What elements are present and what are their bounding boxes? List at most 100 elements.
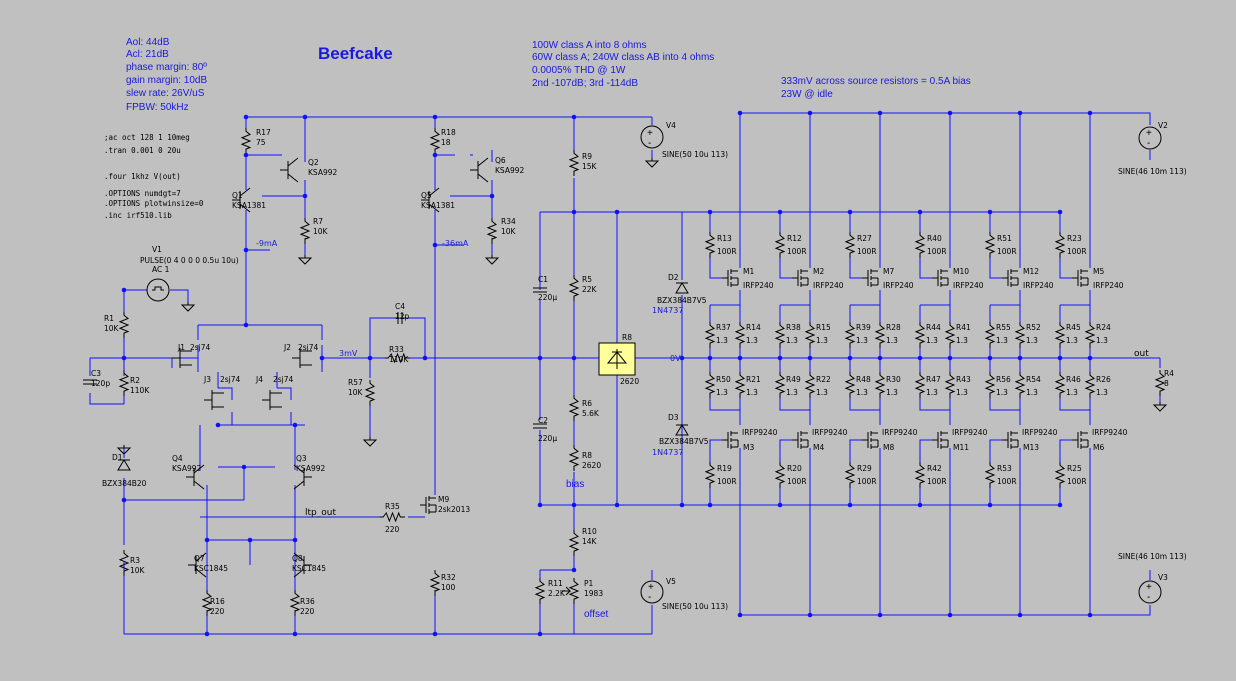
output-stage-5: R51100RM12IRFP240R551.3R521.3R561.3R541.… <box>984 110 1058 618</box>
source-res-2-value: 1.3 <box>886 336 898 345</box>
source-res-3-ref: R47 <box>926 375 941 384</box>
gate-res-bottom-value: 100R <box>997 477 1017 486</box>
wire-junction <box>489 193 495 199</box>
value-c4: 12p <box>395 312 410 321</box>
ref-r16: R16 <box>210 597 225 606</box>
value-r7: 10K <box>313 227 329 236</box>
wire-junction <box>571 355 577 361</box>
gate-res-top-value: 100R <box>927 247 947 256</box>
gate-res-top-ref: R40 <box>927 234 942 243</box>
directive-ac: ;ac oct 128 1 10meg <box>104 133 190 142</box>
output-stage-2: R12100RM2IRFP240R381.3R151.3R491.3R221.3… <box>774 110 848 618</box>
source-v3: + - V3 SINE(46 10m 113) <box>1118 552 1187 604</box>
wire-junction <box>121 355 127 361</box>
resistor-r5 <box>568 275 580 301</box>
wire-junction <box>121 497 127 503</box>
source-v1-name: V1 <box>152 245 162 254</box>
wire-junction <box>432 152 438 158</box>
ref-r10: R10 <box>582 527 597 536</box>
mosfet-bottom-ref: M6 <box>1093 443 1104 452</box>
gate-res-top-ref: R51 <box>997 234 1012 243</box>
source-res-3-value: 1.3 <box>996 388 1008 397</box>
mosfet-top-type: IRFP240 <box>813 281 844 290</box>
value-j1: 2sj74 <box>190 343 211 352</box>
svg-text:+: + <box>1146 582 1152 593</box>
ref-c2: C2 <box>538 416 548 425</box>
wire-junction <box>292 422 298 428</box>
wire-junction <box>679 502 685 508</box>
source-res-3-value: 1.3 <box>856 388 868 397</box>
resistor-r9 <box>568 150 580 176</box>
ref-q4: Q4 <box>172 454 183 463</box>
resistor-r17 <box>240 128 252 154</box>
ref-r7: R7 <box>313 217 323 226</box>
mosfet-bottom-type: IRFP9240 <box>812 428 848 437</box>
source-res-3-ref: R50 <box>716 375 731 384</box>
gate-res-bottom-ref: R20 <box>787 464 802 473</box>
ground-symbol <box>297 255 313 265</box>
wire-junction <box>292 537 298 543</box>
ref-r35: R35 <box>385 502 400 511</box>
value-q4: KSA992 <box>172 464 201 473</box>
wire-junction <box>537 502 543 508</box>
u1-value: 2620 <box>620 377 639 386</box>
source-res-1-ref: R45 <box>1066 323 1081 332</box>
value-p1: 1983 <box>584 589 603 598</box>
ref-r2: R2 <box>130 376 140 385</box>
source-v5-value: SINE(50 10u 113) <box>662 602 728 611</box>
value-r4: 8 <box>1164 379 1169 388</box>
value-c2: 220µ <box>538 434 557 443</box>
source-v3-value: SINE(46 10m 113) <box>1118 552 1187 561</box>
gate-res-top-value: 100R <box>787 247 807 256</box>
gate-res-bottom-value: 100R <box>787 477 807 486</box>
jfet-j2 <box>292 348 312 368</box>
wire-junction <box>302 193 308 199</box>
gate-res-bottom-value: 100R <box>927 477 947 486</box>
mosfet-bottom-ref: M3 <box>743 443 754 452</box>
source-res-2-ref: R24 <box>1096 323 1111 332</box>
wire-junction <box>204 537 210 543</box>
mosfet-top-ref: M5 <box>1093 267 1104 276</box>
value-r36: 220 <box>300 607 315 616</box>
mosfet-bottom-ref: M8 <box>883 443 894 452</box>
spec-fpbw: FPBW: 50kHz <box>126 102 189 113</box>
resistor-r34 <box>486 218 498 244</box>
value-q3: KSA992 <box>296 464 325 473</box>
value-r2: 110K <box>130 386 150 395</box>
zener-d3 <box>675 424 689 436</box>
resistor-r36 <box>289 590 301 616</box>
value-r8: 2620 <box>582 461 601 470</box>
source-res-1-ref: R38 <box>786 323 801 332</box>
source-res-3-ref: R46 <box>1066 375 1081 384</box>
value-q6: KSA992 <box>495 166 524 175</box>
source-v4-name: V4 <box>666 121 676 130</box>
resistor-r8 <box>568 445 580 471</box>
ref-r17: R17 <box>256 128 271 137</box>
ref-r5: R5 <box>582 275 592 284</box>
source-res-1-value: 1.3 <box>1066 336 1078 345</box>
svg-text:+: + <box>648 582 654 593</box>
spec-notes-left: Aol: 44dB Acl: 21dB phase margin: 80º ga… <box>126 37 207 113</box>
source-v5: + - V5 SINE(50 10u 113) <box>640 577 728 611</box>
ref-c1: C1 <box>538 275 548 284</box>
source-res-4-value: 1.3 <box>746 388 758 397</box>
mosfet-bottom-ref: M13 <box>1023 443 1039 452</box>
gate-res-bottom-ref: R25 <box>1067 464 1082 473</box>
gate-res-top-value: 100R <box>997 247 1017 256</box>
ground-symbol <box>1152 402 1168 412</box>
wire-junction <box>243 152 249 158</box>
value-r6: 5.6K <box>582 409 600 418</box>
source-res-4-value: 1.3 <box>1026 388 1038 397</box>
value-r32: 100 <box>441 583 456 592</box>
source-res-4-ref: R30 <box>886 375 901 384</box>
ground-symbol <box>116 445 132 455</box>
wire-junction <box>571 209 577 215</box>
source-res-3-ref: R49 <box>786 375 801 384</box>
output-stage-1: R13100RM1IRFP240R371.3R141.3R501.3R211.3… <box>704 110 778 618</box>
wire-junction <box>432 242 438 248</box>
transistor-q3 <box>293 464 312 490</box>
output-stage-3: R27100RM7IRFP240R391.3R281.3R481.3R301.3… <box>844 110 918 618</box>
svg-text:-: - <box>648 592 651 603</box>
spec-idle: 23W @ idle <box>781 89 833 100</box>
